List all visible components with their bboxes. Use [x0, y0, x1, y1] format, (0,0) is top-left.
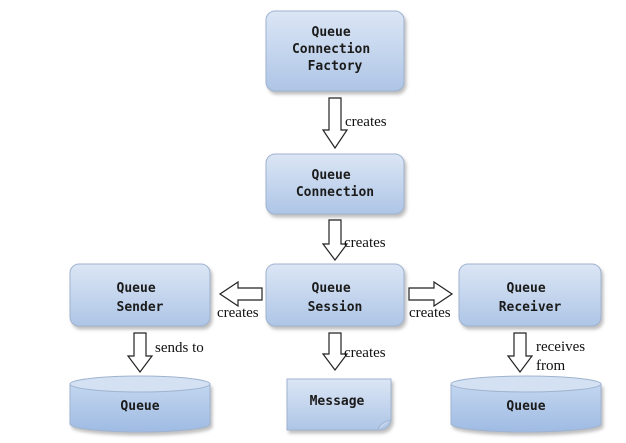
node-message: Message [286, 378, 392, 431]
label-receiver-line-1: receives [536, 339, 585, 355]
label-session-to-receiver: creates [409, 305, 451, 321]
svg-text:Queue Connection: Queue Connection [296, 168, 374, 200]
arrow-connection-to-session [321, 219, 349, 261]
node-factory-line-2: Connection [292, 42, 370, 57]
label-session-to-sender: creates [217, 305, 259, 321]
node-queue-receiver: Queue Receiver [458, 263, 602, 327]
node-queue-right-label: Queue [506, 399, 545, 414]
svg-text:Queue Session: Queue Session [308, 281, 363, 315]
label-sender-to-queue: sends to [155, 340, 204, 356]
arrow-receiver-from-queue [506, 332, 534, 373]
label-factory-to-connection: creates [345, 114, 387, 130]
svg-text:Queue Receiver: Queue Receiver [499, 281, 562, 315]
arrow-session-to-message [321, 332, 349, 371]
label-receiver-line-2: from [536, 358, 565, 374]
label-receiver-from-queue: receives from [536, 339, 589, 374]
node-receiver-line-1: Queue [507, 281, 546, 296]
node-queue-session: Queue Session [265, 263, 405, 327]
node-connection-line-1: Queue [312, 168, 351, 183]
node-queue-sender: Queue Sender [69, 263, 211, 327]
node-queue-connection-factory: Queue Connection Factory [265, 10, 405, 92]
node-receiver-line-2: Receiver [499, 300, 562, 315]
node-sender-line-1: Queue [117, 281, 156, 296]
arrow-session-to-receiver [408, 280, 454, 308]
svg-text:Queue Connection F: Queue Connection Factory [292, 25, 378, 74]
label-session-to-message: creates [344, 345, 386, 361]
node-session-line-1: Queue [312, 281, 351, 296]
node-queue-left-label: Queue [120, 399, 159, 414]
node-connection-line-2: Connection [296, 185, 374, 200]
label-connection-to-session: creates [344, 235, 386, 251]
svg-text:Queue Sender: Queue Sender [117, 281, 164, 315]
node-queue-right: Queue [450, 375, 602, 433]
node-message-label: Message [310, 394, 365, 409]
node-session-line-2: Session [308, 300, 363, 315]
arrow-sender-to-queue [126, 332, 154, 373]
arrow-factory-to-connection [321, 97, 349, 150]
node-factory-line-1: Queue [312, 25, 351, 40]
node-queue-left: Queue [69, 375, 211, 433]
arrow-session-to-sender [218, 280, 263, 308]
node-sender-line-2: Sender [117, 300, 164, 315]
node-queue-connection: Queue Connection [265, 153, 405, 215]
node-factory-line-3: Factory [308, 59, 363, 74]
